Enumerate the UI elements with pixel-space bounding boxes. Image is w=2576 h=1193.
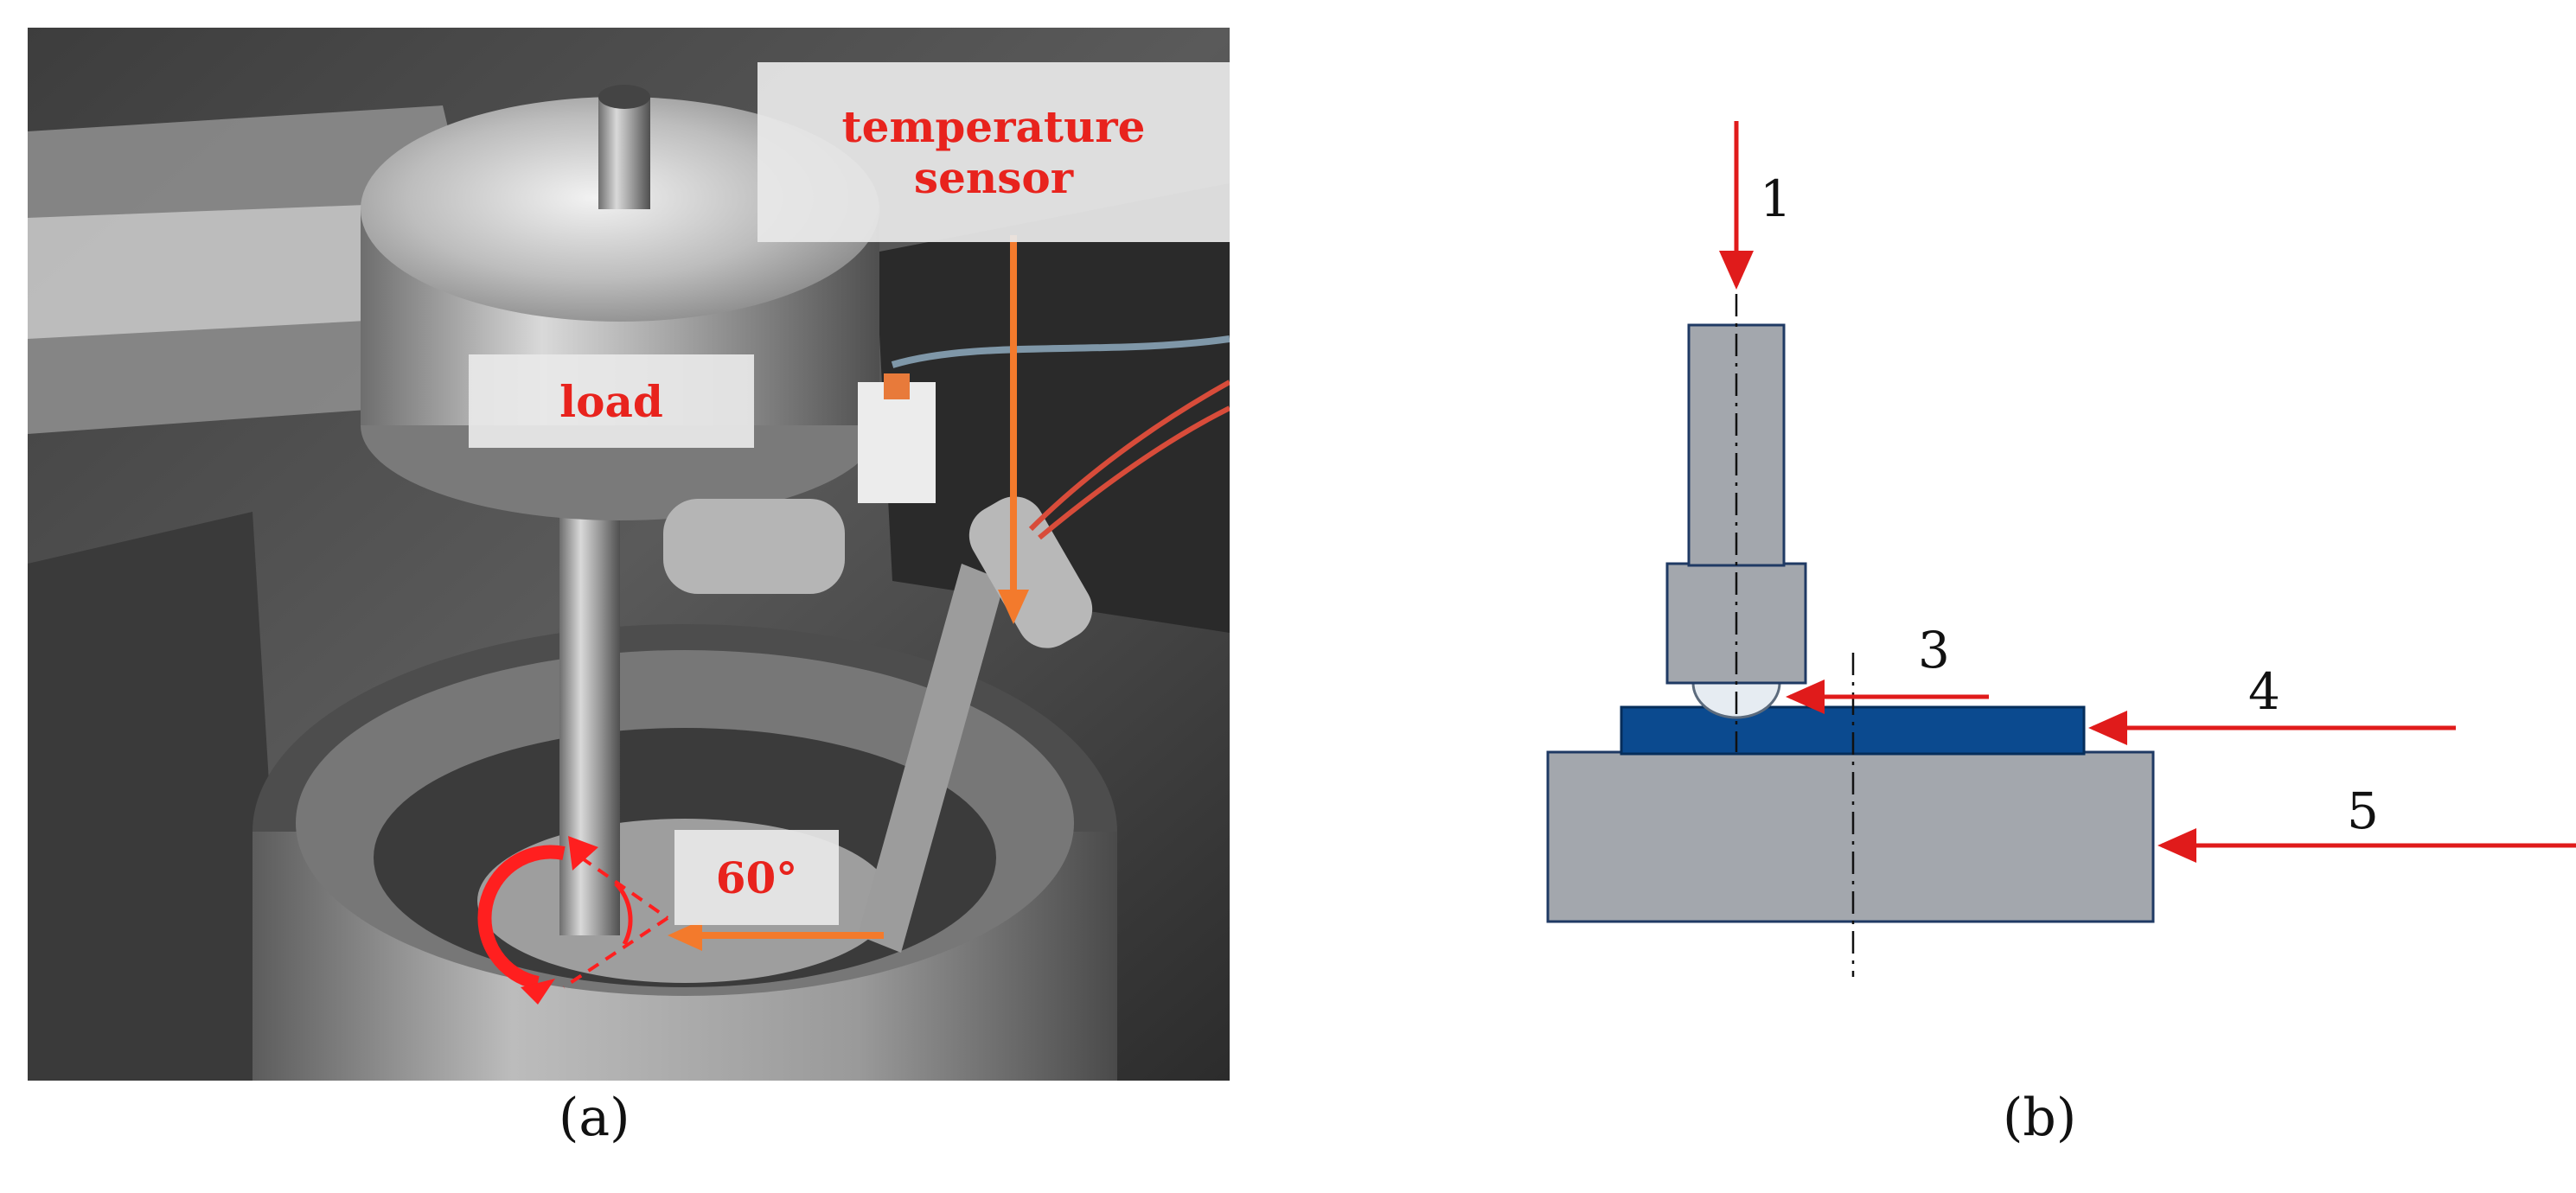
angle-arc — [614, 882, 633, 946]
angle-label: 60° — [674, 830, 839, 925]
angle-line-upper — [579, 856, 669, 920]
temperature-sensor-label: temperature sensor — [757, 62, 1230, 242]
dark-block-right — [875, 183, 1230, 633]
sensor-wire-red-2 — [1038, 405, 1230, 540]
caption-b: (b) — [2003, 1088, 2077, 1148]
temperature-pointer-head — [998, 590, 1029, 624]
label-4: 4 — [2248, 662, 2280, 721]
cable-grey — [891, 335, 1230, 368]
base-block — [1546, 750, 2155, 923]
label-5: 5 — [2347, 782, 2379, 840]
sensor-wire-red — [1028, 380, 1230, 532]
label-1: 1 — [1760, 169, 1792, 228]
rotation-arrow-head-top — [568, 836, 598, 871]
sensor-rod — [858, 564, 1005, 953]
angle-label-text: 60° — [715, 852, 798, 903]
caption-a: (a) — [559, 1088, 630, 1148]
connector-white — [858, 382, 936, 503]
dark-block-left — [28, 512, 287, 1081]
sensor-holder — [968, 496, 1093, 648]
temperature-label-line2: sensor — [913, 152, 1074, 203]
rotation-arrow-head-bottom — [521, 979, 555, 1005]
angle-pointer-head — [668, 920, 702, 951]
angle-line-lower — [562, 916, 669, 989]
stud-hole — [598, 85, 650, 109]
knob — [663, 499, 845, 594]
label-3: 3 — [1918, 621, 1950, 679]
load-label-text: load — [559, 375, 663, 427]
temperature-label-line1: temperature — [841, 101, 1146, 152]
rotation-arc — [477, 845, 566, 990]
load-label: load — [469, 354, 754, 448]
schematic-panel: 1 3 4 5 — [1470, 86, 2576, 1037]
load-stud — [598, 97, 650, 209]
photo-panel: temperature sensor load 60° — [28, 28, 1230, 1081]
connector-orange — [884, 373, 910, 399]
schematic-diagram: 1 3 4 5 — [1546, 121, 2576, 977]
shaft — [559, 477, 620, 935]
